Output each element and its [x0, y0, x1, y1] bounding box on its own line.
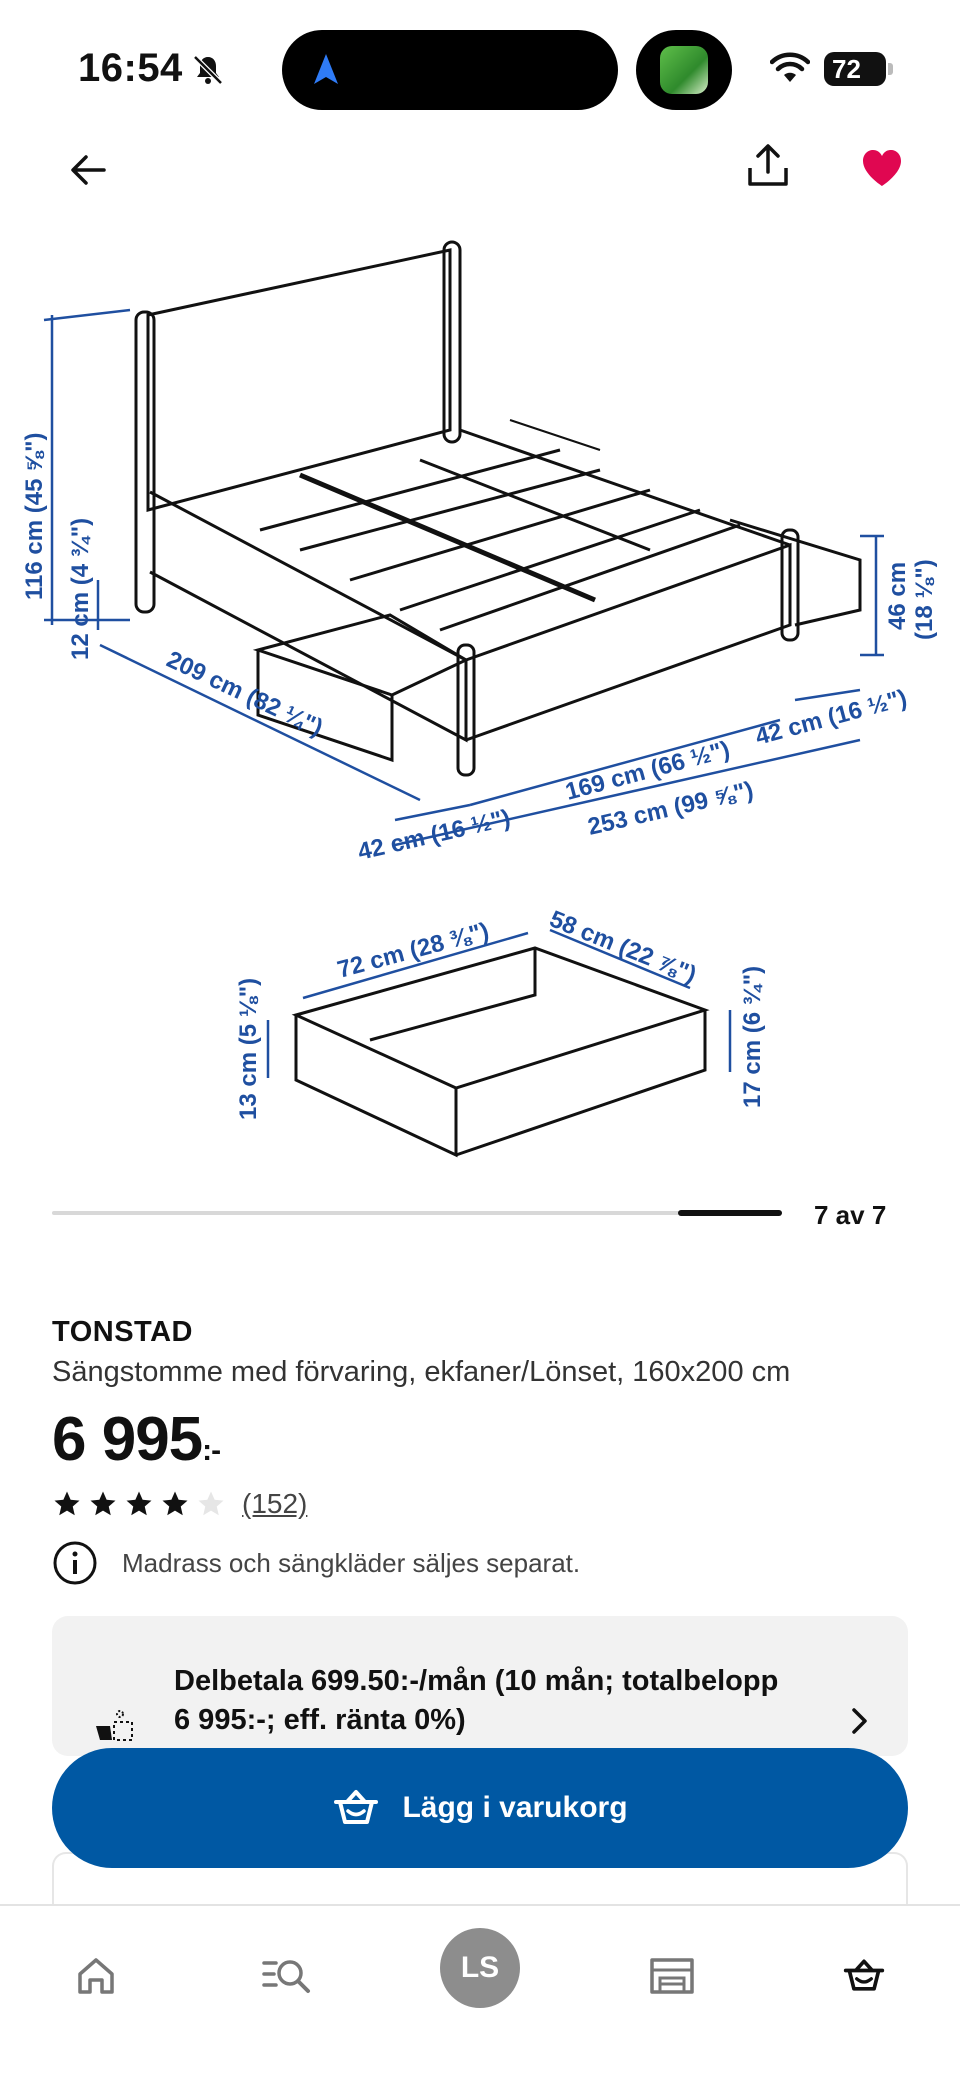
dim-bed-length: 209 cm (82 ¼"): [162, 646, 326, 742]
dynamic-island: [282, 30, 618, 110]
status-time: 16:54: [78, 46, 183, 90]
profile-avatar[interactable]: LS: [440, 1928, 520, 2008]
dim-drawer-inner-height: 13 cm (5 ⅛"): [235, 978, 262, 1120]
bottom-tab-bar: LS: [0, 1904, 960, 2086]
star-rating: [52, 1489, 226, 1519]
tab-search[interactable]: [248, 1936, 328, 2016]
search-list-icon: [262, 1960, 310, 1993]
live-activity-app: [636, 30, 732, 110]
store-icon: [650, 1958, 694, 1994]
drawer-dimension-lines: [266, 928, 732, 1078]
notice-text: Madrass och sängkläder säljes separat.: [122, 1547, 581, 1578]
product-description: Sängstomme med förvaring, ekfaner/Lönset…: [52, 1356, 791, 1388]
info-icon: [53, 1541, 97, 1585]
product-price: 6 995:-: [52, 1404, 221, 1475]
share-icon: [748, 144, 788, 186]
navigation-arrow-icon: [314, 54, 338, 84]
star-empty-icon: [198, 1491, 224, 1516]
tab-home[interactable]: [56, 1936, 136, 2016]
carousel-track: [52, 1211, 782, 1215]
dimension-diagram: 116 cm (45 ⅝") 12 cm (4 ¾") 209 cm (82 ¼…: [21, 240, 938, 1158]
heart-icon: [863, 150, 901, 186]
installment-text: Delbetala 699.50:-/mån (10 mån; totalbel…: [174, 1665, 779, 1736]
home-icon: [78, 1958, 114, 1994]
star-filled-icon: [126, 1491, 152, 1516]
top-nav: [0, 130, 960, 210]
battery-icon: 72: [824, 52, 893, 86]
dim-drawer-depth: 58 cm (22 ⅞"): [546, 906, 700, 989]
carousel-counter: 7 av 7: [814, 1200, 887, 1230]
cart-icon: [843, 1959, 885, 1991]
wifi-icon: [770, 52, 810, 82]
dim-drawer-pull-left: 42 cm (16 ½"): [355, 805, 513, 866]
dimension-lines: [43, 308, 884, 847]
tab-cart[interactable]: [824, 1936, 904, 2016]
dim-bed-height: 116 cm (45 ⅝"): [21, 433, 48, 600]
status-bar: 16:54 72: [0, 0, 960, 130]
dim-side-height: 46 cm: [884, 562, 911, 630]
separate-sale-notice: Madrass och sängkläder säljes separat.: [52, 1540, 580, 1586]
bell-slash-icon: [193, 55, 223, 85]
price-suffix: :-: [202, 1434, 221, 1467]
basket-icon: [334, 1790, 379, 1824]
dim-side-height-in: (18 ⅛"): [911, 559, 938, 640]
review-count-link[interactable]: (152): [242, 1488, 308, 1519]
bed-drawing: [134, 240, 862, 777]
carousel-position: [678, 1210, 782, 1216]
carousel-indicator: 7 av 7: [52, 1200, 912, 1230]
tab-stores[interactable]: [632, 1936, 712, 2016]
star-filled-icon: [162, 1491, 188, 1516]
product-image-dimensions[interactable]: 116 cm (45 ⅝") 12 cm (4 ¾") 209 cm (82 ¼…: [0, 220, 960, 1170]
favorite-button[interactable]: [852, 138, 912, 198]
app-thumbnail-icon: [660, 46, 708, 94]
price-value: 6 995: [52, 1405, 203, 1474]
add-to-cart-button[interactable]: Lägg i varukorg: [52, 1748, 908, 1868]
star-filled-icon: [90, 1491, 116, 1516]
dim-drawer-outer-height: 17 cm (6 ¾"): [739, 966, 766, 1108]
add-to-cart-label: Lägg i varukorg: [402, 1791, 628, 1824]
star-filled-icon: [54, 1491, 80, 1516]
arrow-left-icon: [71, 155, 106, 185]
chevron-right-icon: [852, 1708, 867, 1734]
installment-icon: [96, 1710, 133, 1741]
share-button[interactable]: [738, 136, 798, 196]
product-name: TONSTAD: [52, 1316, 193, 1348]
installment-card[interactable]: Delbetala 699.50:-/mån (10 mån; totalbel…: [52, 1616, 908, 1756]
drawer-drawing: [291, 946, 710, 1158]
back-button[interactable]: [58, 140, 118, 200]
rating[interactable]: (152): [52, 1484, 307, 1524]
dim-bed-clearance: 12 cm (4 ¾"): [67, 518, 94, 660]
